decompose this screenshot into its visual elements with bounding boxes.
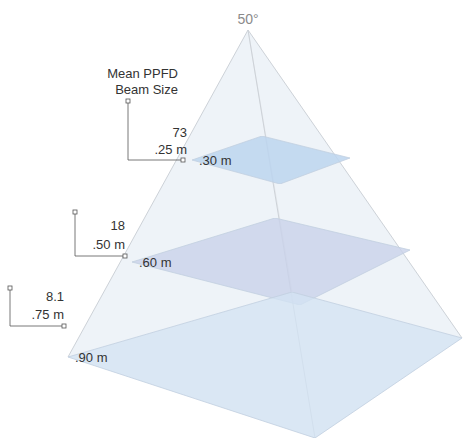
ppfd-value: 18	[111, 218, 125, 233]
angle-label: 50°	[237, 12, 258, 27]
bracket-end	[8, 286, 12, 290]
beam-plane: .30 m	[192, 136, 350, 184]
callout-bracket	[75, 212, 125, 256]
callout-bracket	[10, 288, 64, 326]
pyramid-edge	[68, 30, 248, 357]
bracket-end	[62, 324, 66, 328]
distance-label: .25 m	[154, 142, 187, 157]
bracket-end	[73, 210, 77, 214]
plane-shape	[68, 292, 462, 438]
beam-size-text: .30 m	[199, 153, 232, 168]
distance-label: .75 m	[31, 307, 64, 322]
beam-size-text: .60 m	[139, 255, 172, 270]
bracket-end	[181, 158, 185, 162]
beam-size-text: .90 m	[75, 350, 108, 365]
ppfd-value: 73	[173, 125, 187, 140]
beam-plane: .90 m	[68, 292, 462, 438]
pyramid-face	[68, 30, 462, 438]
beam-plane: .60 m	[132, 218, 410, 305]
ppfd-value: 8.1	[46, 289, 64, 304]
plane-shape	[132, 218, 410, 305]
header-label: Mean PPFD	[107, 66, 178, 81]
distance-label: .50 m	[92, 237, 125, 252]
bracket-end	[123, 254, 127, 258]
header-label: Beam Size	[115, 82, 178, 97]
bracket-end	[126, 99, 130, 103]
